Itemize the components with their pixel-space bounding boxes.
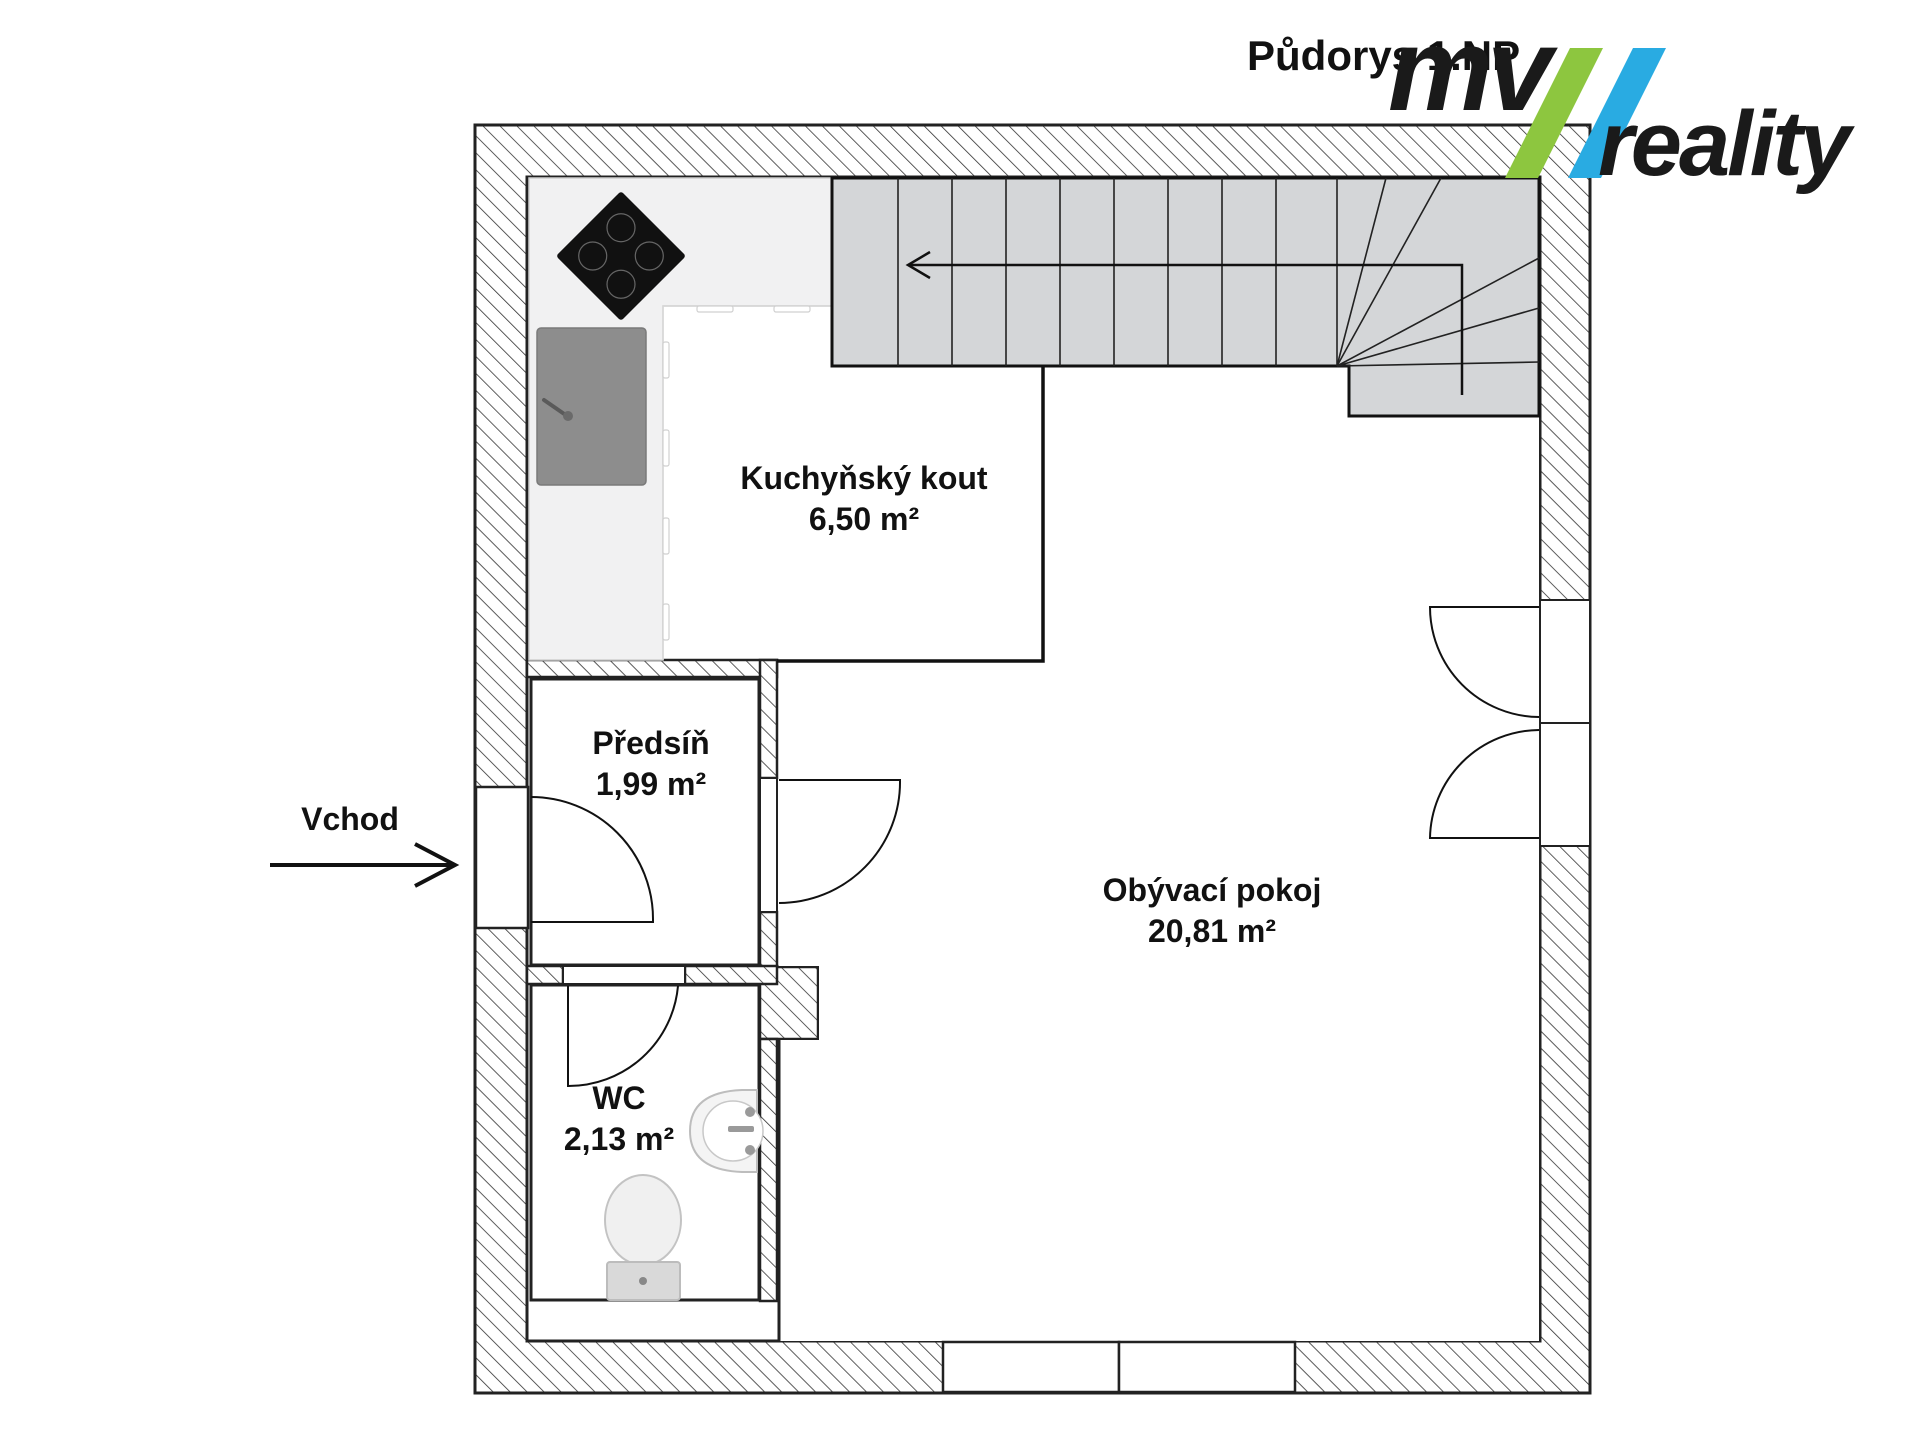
logo-brand-text: mv	[1388, 4, 1558, 136]
logo-stripe-blue	[1568, 48, 1666, 178]
bottom-windows	[941, 1340, 1297, 1394]
page-title: Půdorys 1.NP	[1247, 32, 1520, 79]
hall-area: 1,99 m²	[596, 766, 706, 802]
living-name: Obývací pokoj	[1103, 872, 1322, 908]
logo-sub-text: reality	[1598, 93, 1855, 195]
partition-walls	[525, 658, 820, 1303]
wc-door	[562, 965, 686, 1088]
kitchen-name: Kuchyňský kout	[740, 460, 988, 496]
kitchen-counter	[528, 177, 833, 661]
hob-icon	[557, 192, 685, 320]
room-floors	[529, 366, 1539, 1341]
hall-floor	[529, 677, 761, 967]
stairs-arrow-icon	[905, 250, 1464, 395]
staircase	[830, 176, 1541, 418]
company-logo: mv reality	[1388, 4, 1858, 195]
hall-living-door	[759, 777, 902, 913]
wc-area: 2,13 m²	[564, 1121, 674, 1157]
terrace-doors	[1428, 599, 1591, 847]
hall-name: Předsíň	[592, 725, 709, 761]
logo-stripe-green	[1505, 48, 1603, 178]
kitchen-area: 6,50 m²	[809, 501, 919, 537]
washbasin-icon	[688, 1089, 764, 1173]
entrance-label: Vchod	[301, 801, 399, 837]
wc-name: WC	[592, 1080, 645, 1116]
living-floor	[779, 366, 1539, 1341]
entrance-door	[474, 785, 654, 930]
entrance-arrow-icon	[270, 842, 460, 888]
living-area: 20,81 m²	[1148, 913, 1276, 949]
kitchen-boundary	[777, 366, 1045, 663]
toilet-icon	[604, 1174, 682, 1301]
sink-icon	[536, 327, 647, 486]
